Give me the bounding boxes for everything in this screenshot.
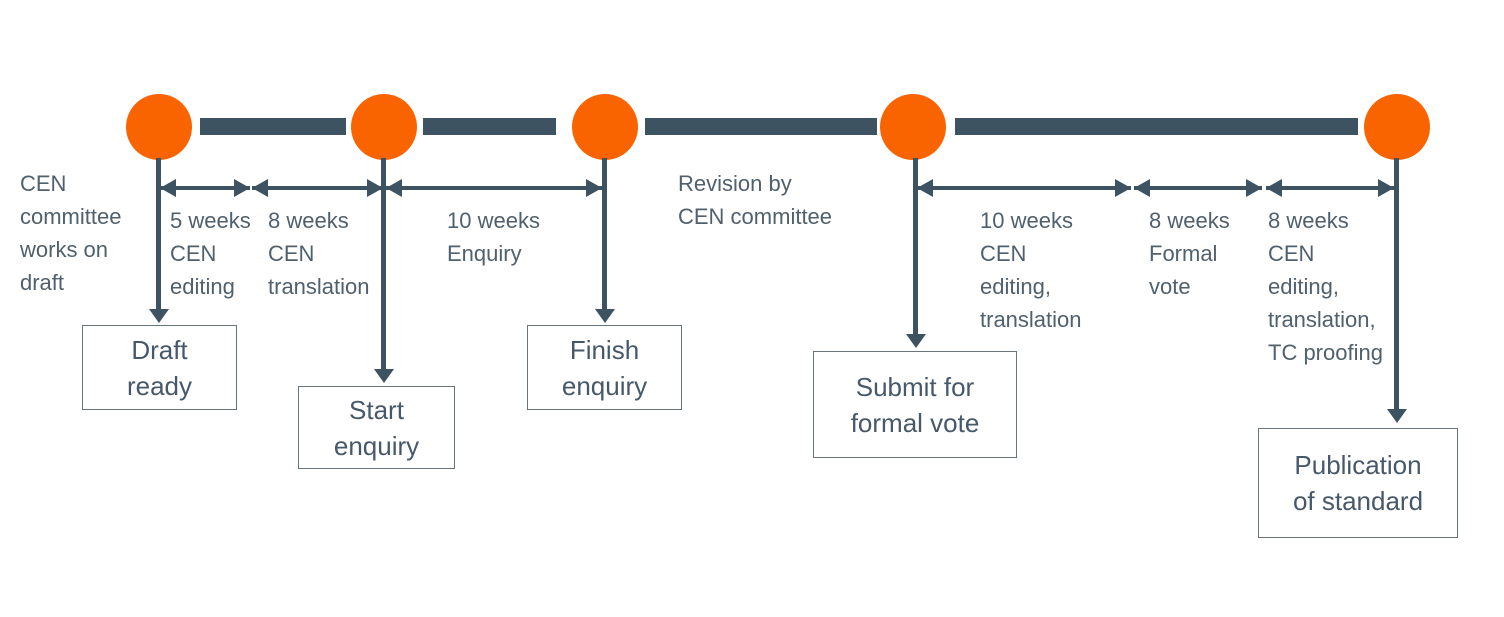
duration-arrow-cen-translation-8w bbox=[252, 179, 383, 197]
milestone-dot-4 bbox=[880, 94, 946, 160]
milestone-dot-3 bbox=[572, 94, 638, 160]
phase-label-cen-editing-translation-10w: 10 weeks CEN editing, translation bbox=[980, 208, 1082, 332]
phase-label-enquiry-10w: 10 weeks Enquiry bbox=[447, 208, 540, 266]
milestone-dot-2 bbox=[351, 94, 417, 160]
milestone-arrow-start-enquiry bbox=[381, 158, 386, 370]
start-note-label: CEN committee works on draft bbox=[20, 171, 122, 295]
milestone-arrow-submit-formal-vote bbox=[913, 158, 918, 335]
milestone-box-start-enquiry-label: Start enquiry bbox=[333, 394, 420, 461]
timeline-bar-4 bbox=[955, 118, 1358, 135]
phase-label-formal-vote-8w: 8 weeks Formal vote bbox=[1149, 208, 1230, 299]
milestone-box-submit-formal-vote: Submit for formal vote bbox=[813, 351, 1017, 458]
milestone-box-finish-enquiry-label: Finish enquiry bbox=[561, 334, 648, 401]
milestone-dot-5 bbox=[1364, 94, 1430, 160]
duration-arrow-cen-editing-translation-10w bbox=[917, 179, 1131, 197]
milestone-box-finish-enquiry: Finish enquiry bbox=[527, 325, 682, 410]
milestone-box-start-enquiry: Start enquiry bbox=[298, 386, 455, 469]
phase-label-cen-editing-5w: 5 weeks CEN editing bbox=[170, 208, 251, 299]
timeline-bar-1 bbox=[200, 118, 346, 135]
duration-arrow-formal-vote-8w bbox=[1134, 179, 1262, 197]
phase-label-revision-by-cen-committee: Revision by CEN committee bbox=[678, 171, 833, 229]
milestone-box-publication: Publication of standard bbox=[1258, 428, 1458, 538]
milestone-box-submit-formal-vote-label: Submit for formal vote bbox=[850, 371, 980, 438]
milestone-arrow-draft-ready bbox=[156, 158, 161, 310]
milestone-box-publication-label: Publication of standard bbox=[1292, 450, 1424, 516]
milestone-box-draft-ready: Draft ready bbox=[82, 325, 237, 410]
milestone-arrow-finish-enquiry bbox=[602, 158, 607, 310]
duration-arrow-enquiry-10w bbox=[386, 179, 602, 197]
timeline-bar-3 bbox=[645, 118, 877, 135]
phase-label-cen-translation-8w: 8 weeks CEN translation bbox=[268, 208, 370, 299]
milestone-box-draft-ready-label: Draft ready bbox=[126, 334, 193, 401]
timeline-bar-2 bbox=[423, 118, 556, 135]
duration-arrow-cen-editing-5w bbox=[160, 179, 250, 197]
phase-label-cen-editing-translation-proofing-8w: 8 weeks CEN editing, translation, TC pro… bbox=[1268, 208, 1383, 365]
milestone-dot-1 bbox=[126, 94, 192, 160]
duration-arrow-cen-editing-translation-proofing-8w bbox=[1266, 179, 1394, 197]
milestone-arrow-publication bbox=[1394, 158, 1399, 410]
